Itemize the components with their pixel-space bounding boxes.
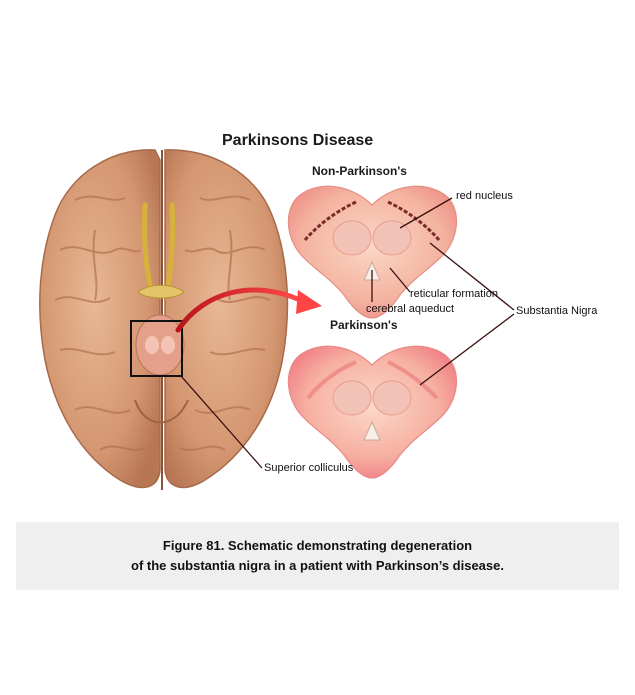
brain-inferior-view	[40, 150, 288, 490]
caption-line-2: of the substantia nigra in a patient wit…	[131, 556, 504, 576]
label-superior-colliculus: Superior colliculus	[264, 462, 353, 474]
parkinsons-title: Parkinson's	[330, 318, 398, 332]
label-cerebral-aqueduct: cerebral aqueduct	[366, 303, 454, 315]
left-hemisphere	[40, 150, 160, 488]
label-red-nucleus: red nucleus	[456, 190, 513, 202]
red-nucleus-right	[373, 221, 411, 255]
figure-main-title: Parkinsons Disease	[222, 132, 373, 150]
section-parkinsons	[288, 346, 456, 478]
midbrain	[136, 315, 184, 375]
caption-line-1: Figure 81. Schematic demonstrating degen…	[163, 536, 472, 556]
right-hemisphere	[165, 150, 287, 488]
figure-caption: Figure 81. Schematic demonstrating degen…	[16, 522, 619, 590]
label-reticular-formation: reticular formation	[410, 288, 498, 300]
label-substantia-nigra: Substantia Nigra	[516, 305, 597, 317]
red-nucleus-left	[333, 221, 371, 255]
non-parkinsons-title: Non-Parkinson's	[312, 164, 407, 178]
zoom-arrowhead	[296, 290, 322, 314]
